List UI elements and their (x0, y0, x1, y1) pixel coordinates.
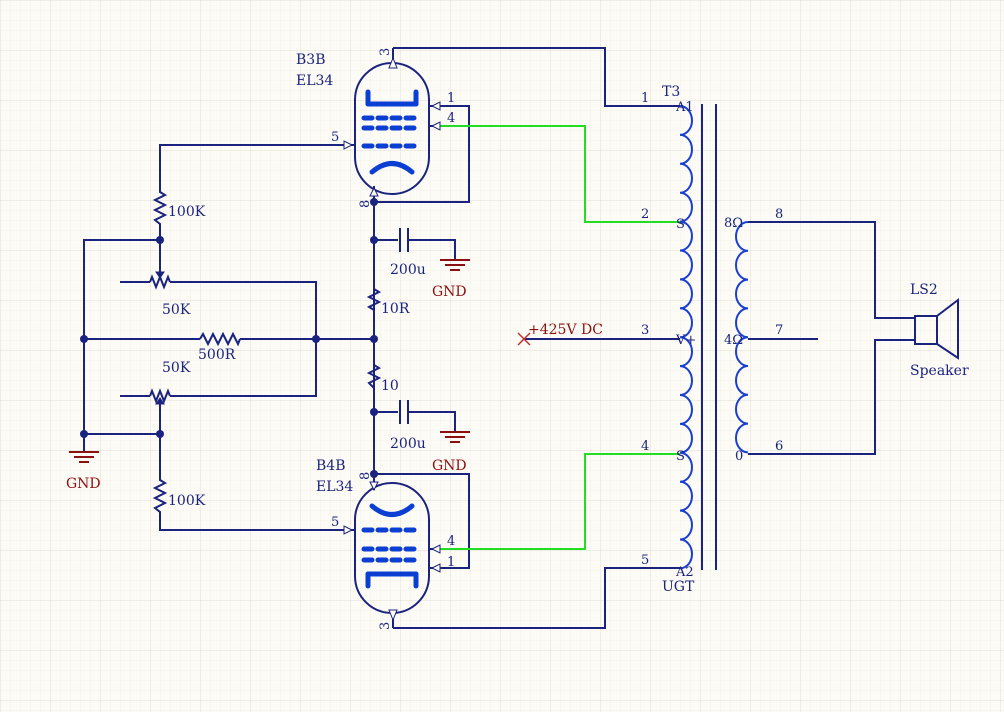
tube-top-pin-cathode: 8 (358, 200, 373, 208)
resistor-cathode-top-label: 10R (381, 301, 410, 317)
junction-dot (80, 430, 88, 438)
speaker[interactable] (914, 297, 959, 360)
wire-grid-bottom2[interactable] (159, 514, 337, 531)
ground-label-bottom: GND (432, 458, 467, 474)
junction-dot (156, 236, 164, 244)
resistor-grid-top[interactable] (152, 190, 168, 226)
potentiometer-bottom[interactable] (149, 388, 171, 410)
wire-anode-bottom[interactable] (393, 567, 680, 629)
transformer-tap-a2: A2 (675, 565, 694, 580)
wire-anode-top[interactable] (393, 47, 680, 107)
tube-top-designator: B3B (296, 52, 325, 68)
wire-grid-top2[interactable] (159, 144, 337, 190)
wire-screen-bottom[interactable] (434, 453, 680, 550)
resistor-cathode-bottom[interactable] (366, 364, 382, 392)
junction-dot (156, 430, 164, 438)
wire-screen-top[interactable] (434, 125, 680, 223)
speaker-designator: LS2 (910, 282, 938, 298)
wire-g3-top[interactable] (374, 105, 470, 203)
tube-bottom-pin-g1: 5 (331, 515, 339, 530)
tube-top-pin-g1: 5 (331, 130, 339, 145)
wire-sec-6[interactable] (748, 339, 915, 455)
junction-dot (80, 335, 88, 343)
pot-bottom-label: 50K (162, 360, 191, 376)
tube-top-type: EL34 (296, 73, 333, 89)
tube-top-pin-anode: 3 (378, 48, 393, 56)
wire-cap-top-gnd[interactable] (408, 239, 456, 260)
transformer-tap-0: 0 (735, 449, 743, 464)
transformer-tap-4ohm: 4Ω (724, 333, 743, 348)
tube-bottom-designator: B4B (316, 458, 345, 474)
capacitor-bottom-label: 200u (390, 436, 426, 452)
tube-bottom[interactable] (337, 474, 441, 628)
resistor-grid-bottom[interactable] (152, 478, 168, 514)
transformer-pin-2: 2 (641, 207, 649, 222)
transformer-designator: T3 (662, 84, 680, 100)
tube-top-pin-g3: 1 (447, 91, 455, 106)
resistor-balance-label: 500R (198, 347, 236, 363)
wire-g3-bottom[interactable] (374, 473, 470, 569)
tube-bottom-type: EL34 (316, 479, 353, 495)
potentiometer-top[interactable] (149, 266, 171, 290)
ground-left (69, 451, 99, 463)
ground-labels: GND GND GND (66, 284, 467, 492)
transformer-pin-3: 3 (641, 323, 649, 338)
transformer-tap-8ohm: 8Ω (724, 216, 743, 231)
transformer-tap-s-top: S (676, 217, 685, 232)
speaker-name: Speaker (910, 363, 969, 379)
junctions (80, 198, 378, 478)
junction-dot (312, 335, 320, 343)
tube-bottom-pin-g2: 4 (447, 534, 455, 549)
supply-label: +425V DC (528, 322, 603, 338)
transformer-pin-1: 1 (641, 91, 649, 106)
resistor-grid-top-label: 100K (168, 204, 206, 220)
transformer-pin-7: 7 (775, 323, 783, 338)
capacitor-top-label: 200u (390, 262, 426, 278)
ground-cap-top (440, 259, 470, 271)
transformer-tap-a1: A1 (675, 100, 694, 115)
tube-bottom-pin-cathode: 8 (358, 472, 373, 480)
capacitor-top[interactable] (399, 228, 409, 252)
resistor-cathode-top[interactable] (366, 288, 382, 312)
transformer-type-label: UGT (662, 579, 695, 595)
transformer-tap-vplus: V+ (675, 333, 696, 348)
transformer-pin-6: 6 (775, 439, 783, 454)
transformer[interactable] (679, 104, 749, 570)
transformer-tap-s-bottom: S (676, 449, 685, 464)
tube-bottom-pin-g3: 1 (447, 555, 455, 570)
transformer-pin-4: 4 (641, 439, 649, 454)
transformer-pin-8: 8 (775, 207, 783, 222)
ground-label-left: GND (66, 476, 101, 492)
no-connect-mark (517, 332, 531, 346)
tube-bottom-pin-anode: 3 (378, 622, 393, 630)
wire-cap-bottom-gnd[interactable] (408, 411, 456, 432)
tube-top[interactable] (337, 48, 441, 202)
labels: B3B EL34 B4B EL34 3 5 1 4 8 3 5 4 1 8 10… (162, 48, 969, 630)
tube-top-pin-g2: 4 (447, 111, 455, 126)
ground-label-top: GND (432, 284, 467, 300)
capacitor-bottom[interactable] (399, 400, 409, 424)
junction-dot (370, 236, 378, 244)
junction-dot (370, 335, 378, 343)
transformer-pin-5: 5 (641, 553, 649, 568)
resistor-balance[interactable] (199, 331, 241, 347)
resistor-grid-bottom-label: 100K (168, 493, 206, 509)
wire-sec-8[interactable] (748, 221, 915, 319)
junction-dot (370, 408, 378, 416)
pot-top-label: 50K (162, 302, 191, 318)
ground-cap-bottom (440, 431, 470, 443)
resistor-cathode-bottom-label: 10 (381, 378, 399, 394)
